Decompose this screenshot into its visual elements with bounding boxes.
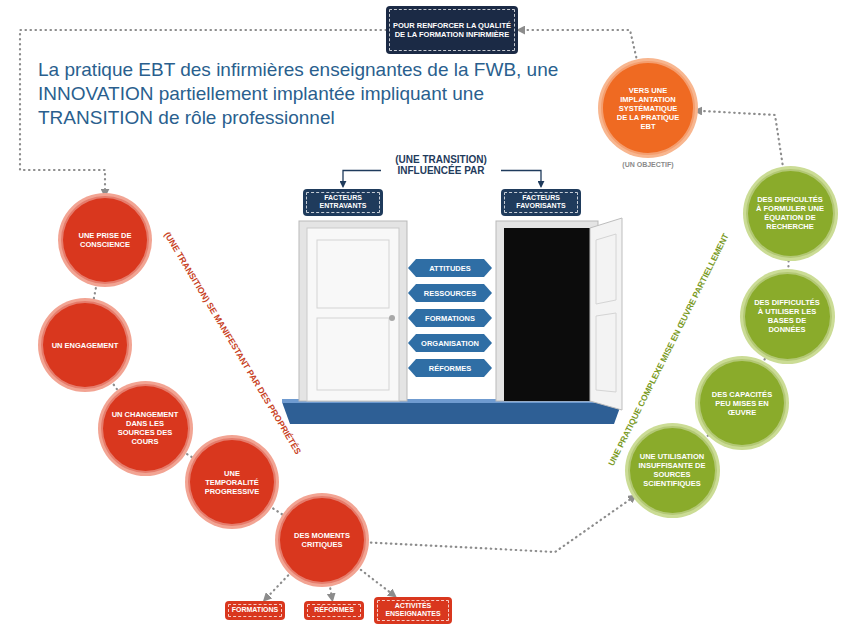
dotted-connector (762, 356, 766, 364)
door-panel (596, 234, 616, 304)
critical-moment-box: RÉFORMES (304, 601, 364, 620)
node-text: DES CAPACITÉS PEU MISES EN ŒUVRE (708, 390, 776, 417)
property-circle: UN CHANGEMENT DANS LES SOURCES DES COURS (101, 384, 190, 473)
dotted-connector (518, 30, 637, 62)
factor-tag: RÉFORMES (408, 359, 492, 377)
dotted-connector (264, 572, 292, 601)
diagram-title: La pratique EBT des infirmières enseigna… (38, 58, 598, 129)
node-text: UN CHANGEMENT DANS LES SOURCES DES COURS (111, 410, 179, 446)
section-label: (UNE TRANSITION) INFLUENCÉE PAR (385, 154, 497, 177)
dotted-connector (269, 506, 285, 516)
difficulty-circle: DES CAPACITÉS PEU MISES EN ŒUVRE (698, 359, 786, 447)
factor-box: FACTEURS FAVORISANTS (501, 189, 581, 216)
factor-tag: FORMATIONS (408, 309, 492, 327)
node-subtitle: (UN OBJECTIF) (622, 161, 673, 169)
node-text: UN ENGAGEMENT (52, 341, 119, 350)
critical-moment-box: FORMATIONS (225, 601, 285, 620)
property-circle: DES MOMENTS CRITIQUES (278, 496, 366, 584)
tag-outline (408, 334, 492, 352)
node-text: DES DIFFICULTÉS À UTILISER LES BASES DE … (753, 298, 821, 334)
dotted-connector (111, 381, 119, 392)
factor-tag: ORGANISATION (408, 334, 492, 352)
tag-outline (408, 259, 492, 277)
dotted-connector (366, 496, 636, 553)
bracket-line (343, 171, 381, 187)
dotted-connector (704, 433, 710, 439)
bracket-line (501, 171, 541, 187)
property-circle: UNE TEMPORALITÉ PROGRESSIVE (188, 438, 276, 526)
dotted-connector (787, 258, 790, 272)
node-text: FACTEURS ENTRAVANTS (309, 194, 377, 211)
node-text: UNE TEMPORALITÉ PROGRESSIVE (198, 469, 266, 496)
factor-box: FACTEURS ENTRAVANTS (303, 189, 383, 216)
node-text: VERS UNE IMPLANTATION SYSTÉMATIQUE DE LA… (614, 86, 682, 131)
node-text: DES MOMENTS CRITIQUES (288, 531, 356, 549)
property-circle: UN ENGAGEMENT (41, 301, 129, 389)
node-text: UNE PRISE DE CONSCIENCE (71, 231, 139, 249)
node-text: ATTITUDES (429, 264, 471, 273)
node-text: UNE UTILISATION INSUFFISANTE DE SOURCES … (638, 452, 706, 488)
objective-circle: VERS UNE IMPLANTATION SYSTÉMATIQUE DE LA… (601, 61, 695, 155)
tag-outline (408, 359, 492, 377)
difficulty-circle: DES DIFFICULTÉS À FORMULER UNE ÉQUATION … (746, 169, 835, 258)
right-door-frame (496, 221, 598, 401)
node-text: ACTIVITÉS ENSEIGNANTES (380, 602, 446, 619)
open-door (590, 218, 622, 410)
factor-tag: ATTITUDES (408, 259, 492, 277)
difficulty-circle: UNE UTILISATION INSUFFISANTE DE SOURCES … (628, 426, 717, 515)
left-door-frame (299, 221, 407, 401)
property-circle: UNE PRISE DE CONSCIENCE (61, 196, 149, 284)
tag-outline (408, 284, 492, 302)
node-text: FACTEURS FAVORISANTS (507, 194, 575, 211)
critical-moment-box: ACTIVITÉS ENSEIGNANTES (374, 597, 452, 624)
dotted-connector (357, 567, 396, 597)
node-text: DES DIFFICULTÉS À FORMULER UNE ÉQUATION … (756, 195, 824, 231)
door-panel (596, 313, 616, 392)
dotted-connector (93, 283, 97, 302)
left-door (307, 228, 399, 401)
node-text: RÉFORMES (314, 606, 354, 614)
node-text: RESSOURCES (424, 289, 477, 298)
node-text: RÉFORMES (429, 364, 472, 373)
node-text: ORGANISATION (421, 339, 479, 348)
node-text: POUR RENFORCER LA QUALITÉ DE LA FORMATIO… (392, 21, 512, 39)
tag-outline (408, 309, 492, 327)
dotted-connector (183, 452, 195, 459)
factor-tag: RESSOURCES (408, 284, 492, 302)
node-text: FORMATIONS (232, 606, 279, 614)
door-panel (317, 240, 389, 308)
difficulty-circle: DES DIFFICULTÉS À UTILISER LES BASES DE … (743, 272, 832, 361)
door-knob (389, 315, 395, 321)
floor (282, 402, 622, 424)
open-doorway (504, 228, 590, 401)
dotted-connector (329, 583, 332, 600)
node-text: FORMATIONS (425, 314, 475, 323)
dotted-connector (695, 111, 783, 169)
door-panel (317, 318, 389, 390)
goal-box: POUR RENFORCER LA QUALITÉ DE LA FORMATIO… (386, 6, 518, 54)
